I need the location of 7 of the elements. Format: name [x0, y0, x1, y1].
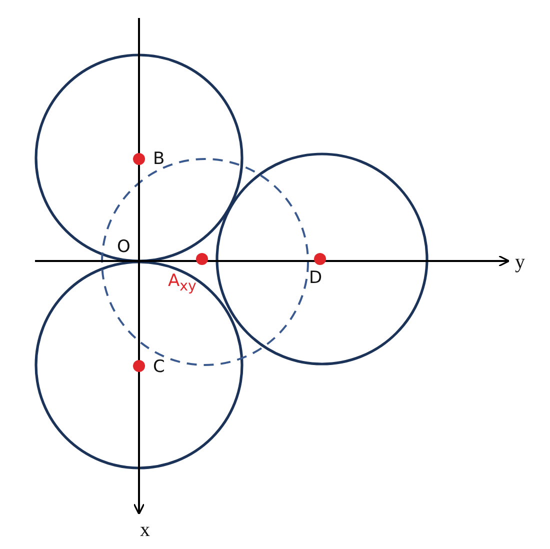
axis-label: x — [140, 520, 150, 540]
point-label: C — [153, 359, 165, 376]
point-label: D — [309, 270, 322, 287]
point-label: B — [153, 151, 165, 168]
axis-label: y — [515, 252, 525, 272]
point-label: O — [117, 239, 130, 256]
point-label: A$_{xy}$ — [168, 273, 196, 294]
